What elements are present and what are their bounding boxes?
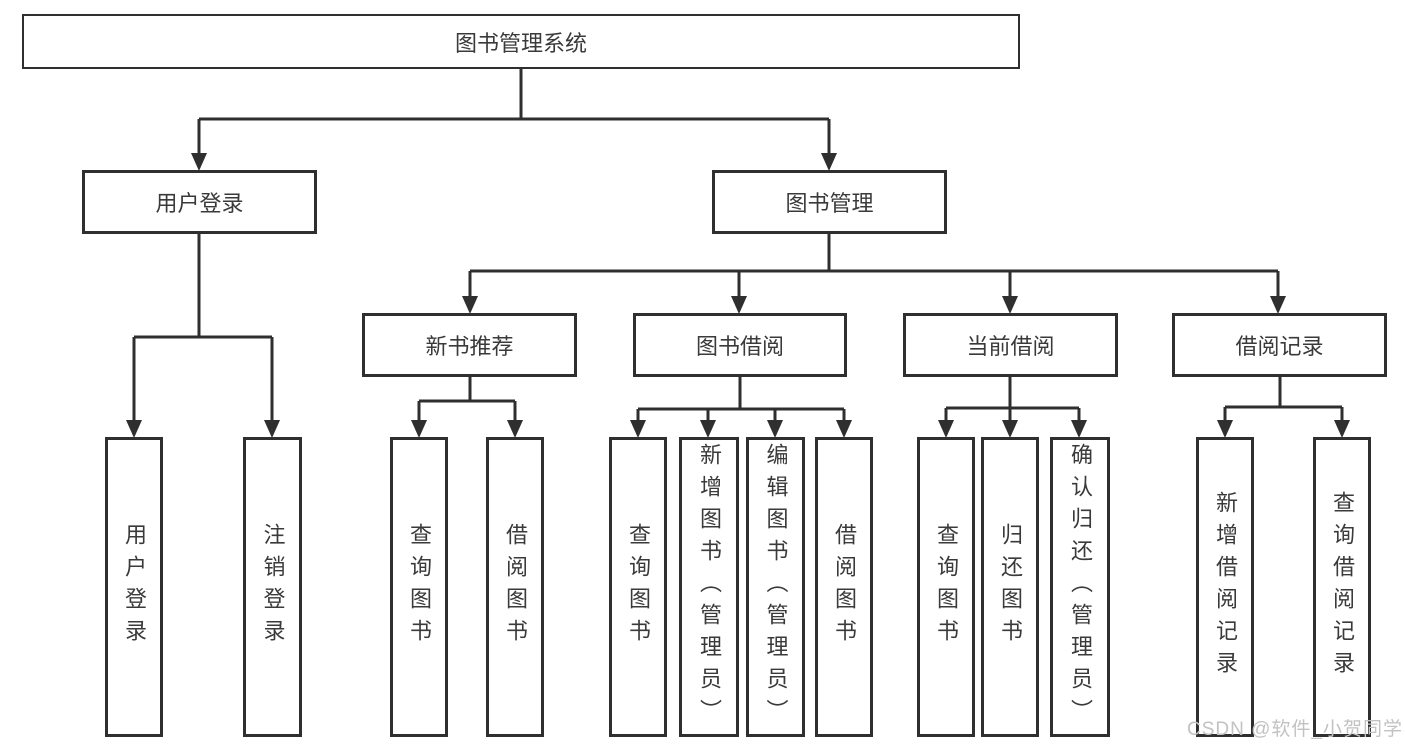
- node-user-login-branch: 用户登录: [82, 170, 317, 234]
- node-book-management-branch: 图书管理: [712, 170, 947, 234]
- node-add-books-admin: 新增图书（管理员）: [679, 437, 739, 737]
- node-confirm-return-admin: 确认归还（管理员）: [1050, 437, 1110, 737]
- node-user-login-leaf: 用户登录: [105, 437, 163, 737]
- node-label: 借阅记录: [1235, 334, 1324, 359]
- node-borrow-books: 借阅图书: [486, 437, 544, 737]
- node-return-books: 归还图书: [981, 437, 1039, 737]
- node-borrow-books: 借阅图书: [815, 437, 873, 737]
- node-new-book-recommendation: 新书推荐: [362, 313, 577, 377]
- node-query-borrow-record: 查询借阅记录: [1313, 437, 1371, 737]
- node-label: 图书管理系统: [454, 30, 587, 56]
- node-edit-books-admin: 编辑图书（管理员）: [746, 437, 805, 737]
- node-label: 新增图书（管理员）: [697, 443, 722, 731]
- node-label: 查询图书: [626, 523, 651, 651]
- node-query-books: 查询图书: [390, 437, 448, 737]
- node-logout: 注销登录: [243, 437, 302, 737]
- csdn-watermark: CSDN @软件_小贺同学: [1187, 719, 1403, 740]
- node-label: 借阅图书: [832, 523, 857, 651]
- node-borrowing-records: 借阅记录: [1172, 313, 1387, 377]
- node-query-books: 查询图书: [917, 437, 975, 737]
- node-label: 新书推荐: [425, 334, 514, 359]
- connector-lines: [132, 69, 1344, 422]
- node-label: 图书借阅: [695, 334, 784, 359]
- node-book-borrowing: 图书借阅: [633, 313, 847, 377]
- node-label: 查询图书: [934, 523, 959, 651]
- node-label: 确认归还（管理员）: [1068, 443, 1093, 731]
- node-label: 注销登录: [260, 523, 286, 651]
- node-label: 图书管理: [785, 191, 874, 216]
- arrowheads: [126, 153, 1350, 438]
- node-label: 归还图书: [998, 523, 1023, 651]
- node-label: 借阅图书: [503, 523, 528, 651]
- node-library-management-system: 图书管理系统: [22, 14, 1020, 69]
- node-current-borrowing: 当前借阅: [903, 313, 1118, 377]
- node-label: 查询图书: [407, 523, 432, 651]
- node-query-books: 查询图书: [609, 437, 667, 737]
- node-label: 用户登录: [122, 523, 147, 651]
- node-label: 用户登录: [155, 191, 244, 216]
- node-label: 当前借阅: [966, 334, 1055, 359]
- node-add-borrow-record: 新增借阅记录: [1196, 437, 1254, 737]
- node-label: 编辑图书（管理员）: [763, 443, 789, 731]
- node-label: 查询借阅记录: [1330, 491, 1355, 683]
- node-label: 新增借阅记录: [1213, 491, 1238, 683]
